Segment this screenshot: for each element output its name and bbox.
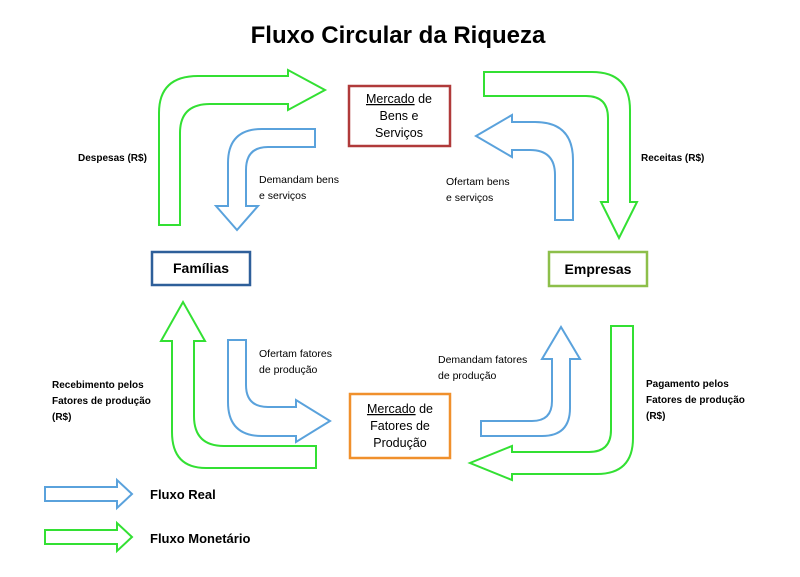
- firms-label: Empresas: [565, 261, 632, 277]
- label-demandam-fatores-2: de produção: [438, 370, 497, 382]
- firms-node: Empresas: [547, 250, 649, 288]
- factors-market-node: Mercado de Fatores de Produção: [348, 392, 452, 460]
- legend-money-arrow-icon: [44, 520, 134, 554]
- label-ofertam-bens-2: e serviços: [446, 192, 493, 204]
- money-arrow-receitas: [483, 71, 639, 241]
- real-arrow-demandam-fatores: [480, 325, 582, 437]
- page-title: Fluxo Circular da Riqueza: [251, 22, 546, 49]
- money-arrow-despesas: [158, 68, 328, 226]
- label-pagamento-1: Pagamento pelos: [646, 379, 729, 390]
- label-demandam-bens-1: Demandam bens: [259, 174, 339, 186]
- label-ofertam-fatores-1: Ofertam fatores: [259, 348, 332, 360]
- svg-text:Mercado de: Mercado de: [366, 92, 432, 106]
- legend-real-label: Fluxo Real: [150, 487, 216, 502]
- money-arrow-pagamento: [467, 325, 634, 482]
- goods-market-line1-rest: de: [415, 92, 432, 106]
- goods-market-line2: Bens e: [380, 109, 419, 123]
- factors-market-line3: Produção: [373, 436, 427, 450]
- label-recebimento-1: Recebimento pelos: [52, 380, 144, 391]
- families-label: Famílias: [173, 260, 229, 276]
- goods-market-line3: Serviços: [375, 126, 423, 140]
- legend-money-label: Fluxo Monetário: [150, 531, 250, 546]
- svg-text:Mercado de: Mercado de: [367, 402, 433, 416]
- label-receitas: Receitas (R$): [641, 153, 704, 164]
- money-arrow-recebimento: [159, 299, 317, 469]
- label-pagamento-3: (R$): [646, 411, 665, 422]
- real-arrow-ofertam-fatores: [227, 339, 332, 444]
- label-ofertam-fatores-2: de produção: [259, 364, 318, 376]
- families-node: Famílias: [150, 250, 252, 287]
- label-recebimento-3: (R$): [52, 412, 71, 423]
- legend: Fluxo Real Fluxo Monetário: [44, 477, 250, 554]
- factors-market-line2: Fatores de: [370, 419, 430, 433]
- factors-market-line1-rest: de: [416, 402, 433, 416]
- legend-real-arrow-icon: [44, 477, 134, 511]
- label-ofertam-bens-1: Ofertam bens: [446, 176, 510, 188]
- factors-market-underline: Mercado: [367, 402, 416, 416]
- label-despesas: Despesas (R$): [78, 153, 147, 164]
- goods-market-underline: Mercado: [366, 92, 415, 106]
- goods-market-node: Mercado de Bens e Serviços: [347, 84, 452, 148]
- real-arrow-ofertam-bens: [474, 113, 574, 221]
- label-pagamento-2: Fatores de produção: [646, 395, 745, 406]
- real-arrow-demandam-bens: [213, 128, 316, 232]
- label-demandam-bens-2: e serviços: [259, 190, 306, 202]
- label-recebimento-2: Fatores de produção: [52, 396, 151, 407]
- label-demandam-fatores-1: Demandam fatores: [438, 354, 527, 366]
